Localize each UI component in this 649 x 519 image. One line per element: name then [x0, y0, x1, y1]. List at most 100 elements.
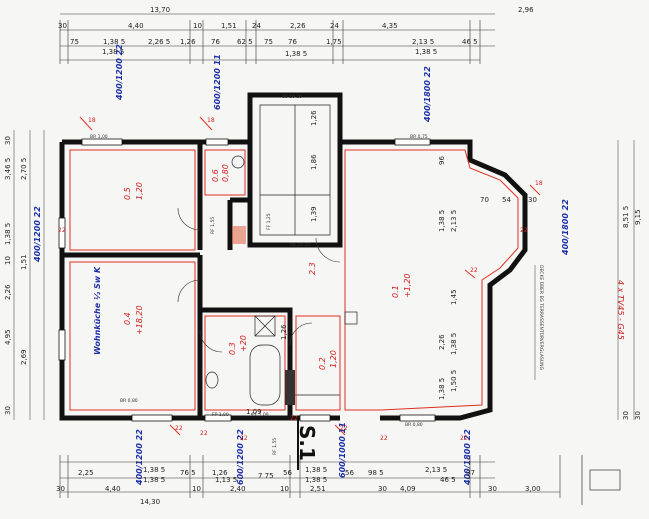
dim-top-r1-2: 10 — [193, 22, 202, 30]
dim-top-r1-0: 30 — [58, 22, 67, 30]
blue-living: Wohnküche ½ Sw K — [93, 266, 102, 355]
blue-bottom-left: 400/1200 22 — [135, 429, 144, 486]
dim-top-r2-4: 76 — [211, 38, 220, 46]
dim-top-right: 2,96 — [518, 6, 534, 14]
dim-bot-r3-0: 30 — [56, 485, 65, 493]
dim-int-1: 1,86 — [310, 154, 318, 170]
sanitary-fixtures — [205, 155, 358, 406]
room-2-3-id: 2.3 — [308, 262, 317, 275]
red-mark-12: 22 — [240, 435, 248, 442]
toilet-icon — [205, 371, 219, 389]
dim-top-r3-0: 1,38 5 — [102, 48, 124, 56]
dim-top-r2-7: 76 — [288, 38, 297, 46]
dim-top-r2-3: 1,26 — [180, 38, 196, 46]
dim-left-6: 2,26 — [4, 284, 12, 300]
dim-right-2: 30 — [622, 411, 630, 420]
dim-left-2: 30 — [4, 136, 12, 145]
dim-left-8: 2,69 — [20, 349, 28, 365]
dim-left-0: 3,46 5 — [4, 158, 12, 180]
red-mark-11: 22 — [200, 430, 208, 437]
outer-walls — [59, 92, 528, 421]
dim-left-3: 1,38 5 — [4, 223, 12, 245]
bathtub-icon — [249, 344, 281, 406]
red-mark-3: 22 — [470, 267, 478, 274]
dim-top-r1-7: 4,35 — [382, 22, 398, 30]
dim-right-1: 8,51 5 — [622, 206, 630, 228]
dim-bot-r3-8: 30 — [488, 485, 497, 493]
dim-left-5: 1,51 — [20, 254, 28, 270]
dim-bot-r2-0: 1,38 5 — [143, 476, 165, 484]
dim-bot-r1-6: 56 — [345, 469, 354, 477]
mark-9: RF 1,55 — [272, 438, 278, 455]
dim-int-2: 1,39 — [310, 206, 318, 222]
dim-bot-r2-5: 97 — [466, 469, 475, 477]
dim-bot-r3-1: 4,40 — [105, 485, 121, 493]
dim-int-11: 1,38 5 — [450, 333, 458, 355]
dim-int-14: 1,26 — [280, 324, 288, 340]
room-0-5-area: 1,20 — [135, 182, 144, 200]
terrace-note: DECKE ÜBER EG TERRASSENTÜRVERGLASUNG — [538, 265, 545, 371]
room-0-2-area: 1,20 — [329, 350, 338, 368]
red-mark-0: 18 — [88, 117, 96, 124]
dim-top-r3-2: 1,38 5 — [415, 48, 437, 56]
dim-top-r2-0: 75 — [70, 38, 79, 46]
left-dimension-chains: 3,46 5 2,70 5 30 1,38 5 10 1,51 2,26 4,9… — [4, 130, 45, 420]
dim-bot-r2-4: 46 5 — [440, 476, 456, 484]
dim-left-1: 2,70 5 — [20, 158, 28, 180]
dim-top-r1-3: 1,51 — [221, 22, 237, 30]
red-mark-9: 22 — [290, 415, 298, 422]
blue-top-left: 400/1200 22 — [115, 44, 124, 101]
dim-left-7: 4,95 — [4, 329, 12, 345]
right-dimension-chains: 9,15 8,51 5 30 30 — [617, 140, 642, 420]
washbasin-icon — [231, 155, 245, 169]
dim-int-0: 1,26 — [310, 110, 318, 126]
dim-bot-r1-0: 2,25 — [78, 469, 94, 477]
blue-bottom-mid2: 600/1000 11 — [338, 422, 347, 478]
dim-int-4: 70 — [480, 196, 489, 204]
dim-bottom-total: 14,30 — [140, 498, 160, 506]
dim-bot-r1-8: 2,13 5 — [425, 466, 447, 474]
red-marks: 18 18 18 22 22 22 22 22 22 22 22 22 22 — [58, 117, 543, 442]
door-swings — [177, 207, 341, 353]
dim-int-13: 1,38 5 — [438, 378, 446, 400]
dim-bot-r3-4: 10 — [280, 485, 289, 493]
bottom-dimension-chains: 2,25 1,38 5 76 5 1,26 56 1,38 5 56 98 5 … — [56, 455, 561, 506]
room-0-4-id: 0.4 — [123, 312, 132, 325]
room-0-3-id: 0.3 — [228, 342, 237, 355]
dim-top-r2-2: 2,26 5 — [148, 38, 170, 46]
red-mark-1: 18 — [207, 117, 215, 124]
dim-bot-r1-7: 98 5 — [368, 469, 384, 477]
shower-tray-icon — [254, 315, 276, 337]
dim-bot-r2-2: 7 75 — [258, 472, 274, 480]
room-0-5-id: 0.5 — [123, 187, 132, 200]
sink-icon — [344, 311, 358, 325]
dim-top-r1-4: 24 — [252, 22, 261, 30]
mark-10: BR 0,80 — [405, 422, 423, 428]
mark-2: RF 1,55 — [210, 217, 216, 234]
mark-3: BR 1,00 — [90, 134, 108, 140]
red-mark-8: 22 — [58, 227, 66, 234]
blue-bottom-right: 400/1800 22 — [463, 429, 472, 486]
dim-int-8: 1,38 5 — [438, 210, 446, 232]
window-openings — [58, 138, 436, 422]
dim-int-7: 2,13 5 — [450, 210, 458, 232]
dim-top-r2-9: 2,13 5 — [412, 38, 434, 46]
blue-top-mid: 600/1200 11 — [213, 54, 222, 110]
dim-top-r2-1: 1,38 5 — [103, 38, 125, 46]
red-mark-5: 22 — [340, 425, 348, 432]
mark-0: 88 10 20 — [282, 94, 302, 100]
blue-bottom-mid: 600/1200 22 — [236, 429, 245, 485]
red-mark-10: 22 — [520, 227, 528, 234]
dim-int-6: 30 — [528, 196, 537, 204]
dim-int-9: 1,45 — [450, 289, 458, 305]
dim-bot-r3-7: 4,09 — [400, 485, 416, 493]
dim-int-5: 54 — [502, 196, 511, 204]
dim-right-0: 9,15 — [634, 209, 642, 225]
room-0-6-id: 0.6 — [211, 169, 220, 182]
dim-bot-r2-1: 1,13 5 — [215, 476, 237, 484]
red-mark-2: 18 — [535, 180, 543, 187]
red-finish-lines — [69, 116, 541, 436]
mark-4: BR 0,75 — [410, 134, 428, 140]
